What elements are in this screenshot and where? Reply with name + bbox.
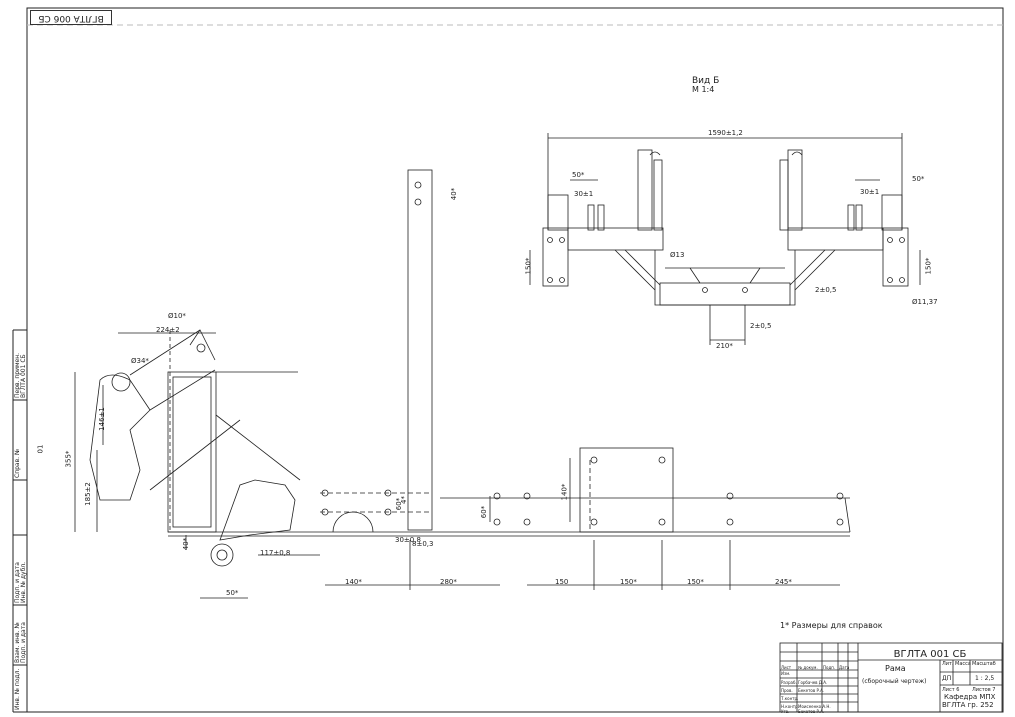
drawing-frame [26, 7, 1004, 713]
dim-210: 210* [716, 342, 733, 350]
dim-245: 245* [775, 578, 792, 586]
side-col-5: Инв. № дубл. [20, 561, 27, 603]
dim-d10: Ø10* [168, 312, 186, 320]
row-prov: Пров. [781, 688, 793, 693]
name-4: Бекетов Р.А. [798, 709, 825, 714]
dim-185: 185±2 [83, 482, 92, 506]
dim-40-b: 40* [182, 537, 191, 551]
dim-1590: 1590±1,2 [708, 129, 743, 137]
sheet-count: Листов 7 [972, 687, 996, 693]
row-utv: Утв. [781, 709, 790, 714]
dim-150-left: 150* [524, 257, 533, 275]
dim-30-right: 30±1 [860, 188, 880, 196]
dim-4: 4* [399, 496, 408, 504]
dim-d13: Ø13 [670, 251, 685, 259]
name-2: Бекетов Р.А. [798, 688, 825, 693]
department: Кафедра МПХ [944, 693, 996, 701]
dim-30-08: 30±0,8 [395, 536, 421, 544]
sheet-number: Лист 6 [942, 687, 960, 693]
dim-355: 355* [64, 450, 73, 468]
dim-d34: Ø34* [131, 357, 149, 365]
mark-01: 01 [36, 444, 45, 454]
dim-117: 117±0,8 [260, 549, 291, 557]
dim-146: 146±1 [97, 407, 106, 431]
group: ВГЛТА гр. 252 [942, 701, 994, 709]
row-razrab: Разраб. [781, 680, 797, 685]
dim-150-c: 150* [687, 578, 704, 586]
dim-2-05-b: 2±0,5 [750, 322, 772, 330]
col-doc: № докум. [798, 665, 818, 670]
rotated-stamp: ВГЛТА 006 СБ [30, 10, 112, 25]
title-scale: 1 : 2,5 [975, 675, 995, 682]
row-tkontr: Т.контр. [781, 696, 799, 701]
side-col-2: ВГЛТА 001 СБ [20, 354, 27, 398]
dp-mark: ДП [942, 675, 952, 682]
title-designation: ВГЛТА 001 СБ [893, 649, 967, 660]
title-block [779, 642, 1003, 713]
name-1: Горбачев Д.А. [798, 680, 828, 685]
col-list: Лист [781, 665, 792, 670]
dim-140-vertical: 140* [560, 483, 569, 501]
view-title: Вид Б [692, 76, 720, 86]
title-subtitle: (сборочный чертеж) [862, 678, 927, 685]
dim-30-left: 30±1 [574, 190, 594, 198]
side-col-8: Инв. № подл. [14, 668, 21, 710]
dim-224: 224±2 [156, 326, 180, 334]
dim-140: 140* [345, 578, 362, 586]
dim-50-right: 50* [912, 175, 925, 183]
dim-150-right: 150* [924, 257, 933, 275]
col-date: Дата [839, 665, 850, 670]
col-sign: Подп. [823, 665, 836, 670]
dim-40: 40* [450, 187, 459, 201]
dim-50-left: 50* [572, 171, 585, 179]
dim-50-bottom: 50* [226, 589, 239, 597]
row-izm: Изм. [781, 671, 791, 676]
scale-label: Масштаб [972, 661, 996, 667]
side-col-7: Подп. и дата [20, 622, 27, 663]
row-nkontr: Н.контр. [781, 704, 799, 709]
mass-label: Масса [955, 661, 971, 667]
dim-280: 280* [440, 578, 457, 586]
view-b [529, 133, 921, 345]
name-3: Моисеенко А.Н. [798, 704, 831, 709]
dim-8-03: 8±0,3 [412, 540, 434, 548]
side-view [74, 169, 851, 599]
dim-60: 60* [480, 505, 489, 519]
dim-150-a: 150 [555, 578, 569, 586]
view-scale: М 1:4 [692, 85, 715, 94]
reference-note: 1* Размеры для справок [780, 621, 883, 630]
dim-150-b: 150* [620, 578, 637, 586]
title-name: Рама [885, 664, 906, 673]
side-col-3: Справ. № [14, 448, 21, 478]
dim-2-05-a: 2±0,5 [815, 286, 837, 294]
dim-d11-37: Ø11,37 [912, 298, 938, 306]
lit-label: Лит. [942, 661, 954, 667]
